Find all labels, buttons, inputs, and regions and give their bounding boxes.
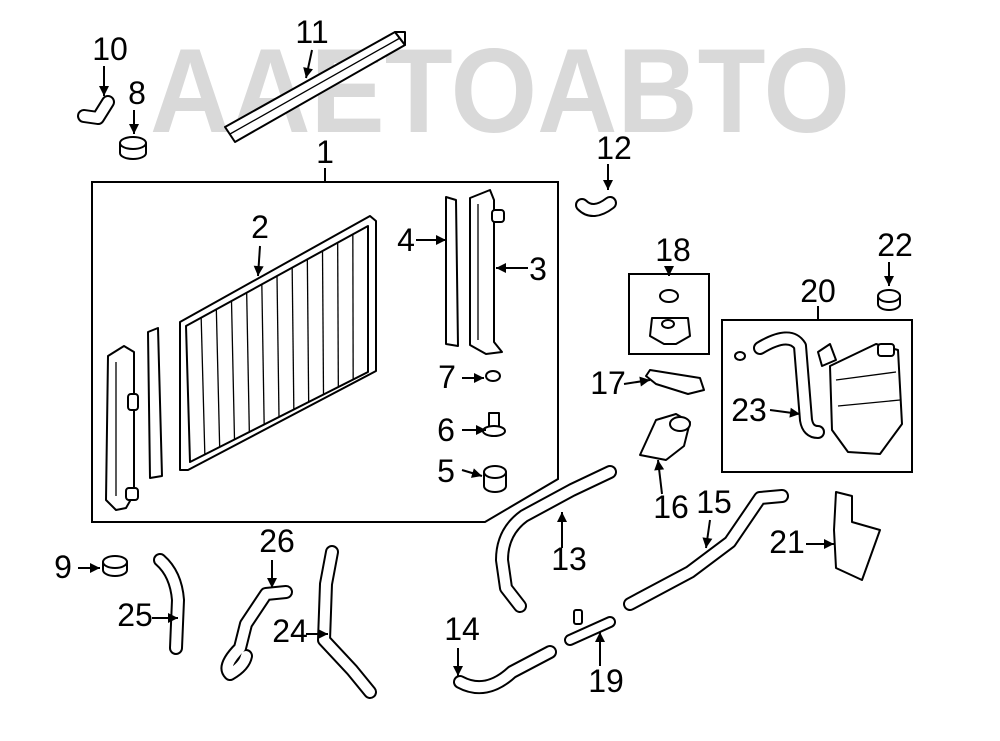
callout-11: 11 [295, 14, 328, 50]
thermostat-housing-part-16 [640, 414, 690, 460]
valve-part-18 [650, 290, 690, 344]
hose-part-14 [460, 652, 550, 687]
callout-24: 24 [272, 613, 308, 649]
hose-part-13 [502, 472, 610, 606]
callout-8: 8 [128, 75, 146, 111]
leader-arrowhead-15 [702, 537, 712, 548]
callout-7: 7 [438, 359, 456, 395]
leader-arrowhead-8 [129, 124, 139, 134]
leader-arrowhead-12 [603, 180, 613, 190]
radiator-tank-part-3 [470, 190, 504, 354]
callout-26: 26 [259, 523, 295, 559]
seal-part-4 [446, 197, 458, 346]
hose-part-10 [84, 102, 108, 118]
callout-22: 22 [877, 227, 913, 263]
leader-arrowhead-14 [453, 666, 463, 676]
callout-9: 9 [54, 549, 72, 585]
plug-part-6 [483, 413, 505, 436]
leader-arrowhead-7 [474, 373, 484, 383]
cap-part-22 [878, 290, 900, 310]
callout-17: 17 [590, 365, 626, 401]
callout-12: 12 [596, 130, 632, 166]
callout-20: 20 [800, 273, 836, 309]
cap-part-9 [103, 556, 127, 576]
callout-10: 10 [92, 31, 128, 67]
leader-arrowhead-2 [254, 266, 264, 276]
radiator-tank-left [106, 346, 138, 510]
callout-23: 23 [731, 392, 767, 428]
cap-part-8 [120, 137, 146, 159]
hose-part-24 [324, 552, 370, 692]
callout-15: 15 [696, 484, 732, 520]
hose-part-25 [160, 560, 178, 648]
leader-arrowhead-10 [99, 86, 109, 96]
pipe-part-19 [570, 610, 610, 640]
radiator-core-part-2 [180, 216, 376, 470]
callout-4: 4 [397, 222, 415, 258]
bushing-part-5 [484, 466, 506, 492]
hose-part-23 [760, 338, 818, 432]
bracket-part-17 [646, 370, 704, 394]
leader-arrowhead-9 [90, 563, 100, 573]
callout-2: 2 [251, 209, 269, 245]
leader-arrowhead-4 [436, 235, 446, 245]
bracket-part-21 [834, 492, 880, 580]
leader-arrowhead-3 [496, 263, 506, 273]
callout-5: 5 [437, 453, 455, 489]
callout-21: 21 [769, 524, 805, 560]
callout-14: 14 [444, 611, 480, 647]
leader-arrowhead-13 [557, 512, 567, 522]
seal-left [148, 328, 162, 478]
callout-6: 6 [437, 412, 455, 448]
radiator-fin [338, 243, 339, 387]
callout-19: 19 [588, 663, 624, 699]
callout-3: 3 [529, 251, 547, 287]
callout-1: 1 [316, 134, 334, 170]
leader-arrowhead-22 [884, 276, 894, 286]
callout-18: 18 [655, 232, 691, 268]
callout-25: 25 [117, 597, 153, 633]
watermark-text: AAETOABTO [150, 24, 850, 158]
leader-arrowhead-21 [824, 539, 834, 549]
hose-part-12 [582, 203, 610, 210]
o-ring-part-7 [486, 371, 500, 381]
callout-16: 16 [653, 489, 689, 525]
callout-13: 13 [551, 541, 587, 577]
